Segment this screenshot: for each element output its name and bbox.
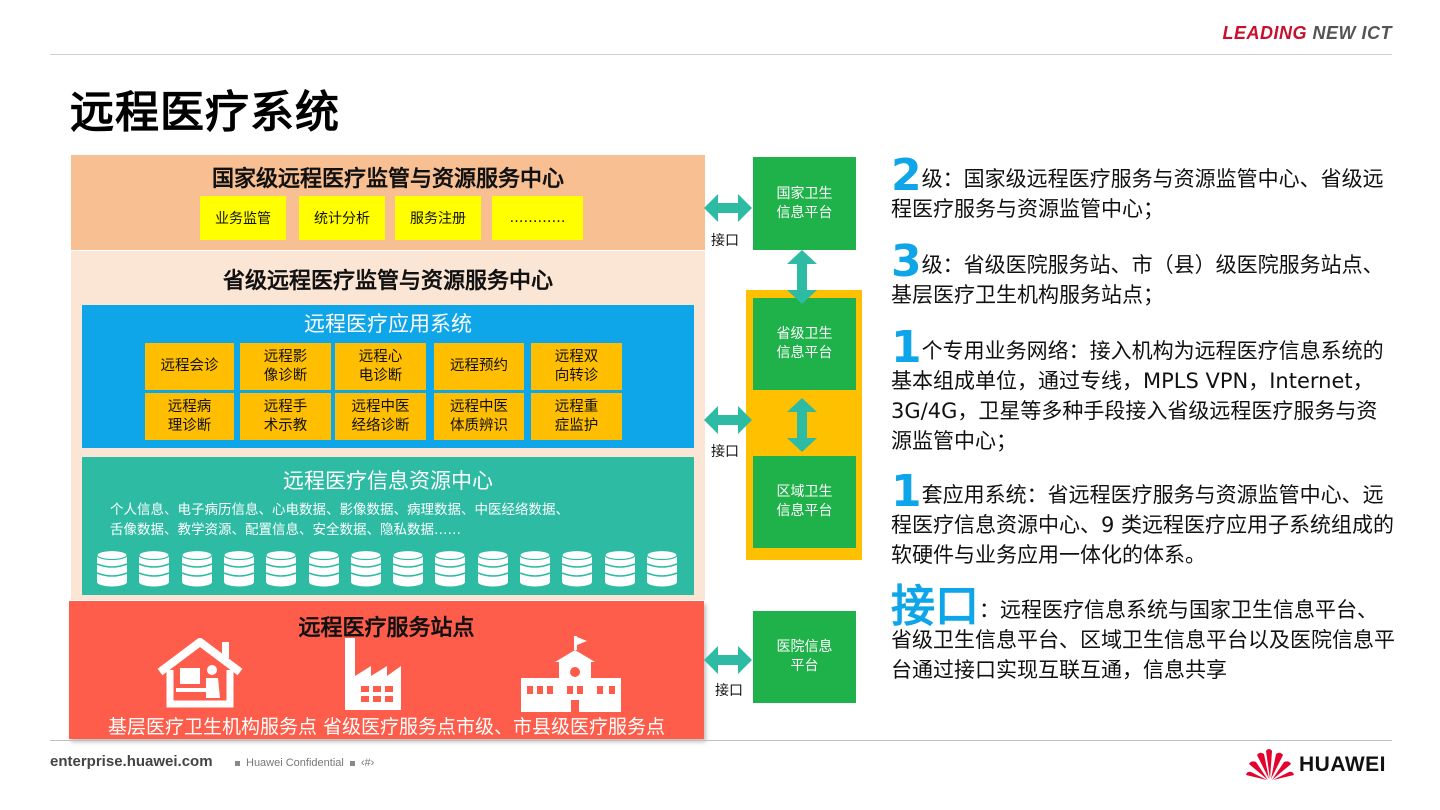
page-number: ‹#› [360, 757, 375, 769]
hospital-platform-label: 医院信息 平台 [776, 639, 833, 674]
app-item-label: 远程手 术示教 [263, 398, 308, 434]
desc-text: ：远程医疗信息系统与国家卫生信息平台、省级卫生信息平台、区域卫生信息平台以及医院… [891, 598, 1395, 682]
database-icon [138, 550, 170, 587]
service-station-block: 远程医疗服务站点 基层医疗卫生机 [69, 601, 704, 739]
vertical-double-arrow-icon [787, 250, 817, 304]
resource-center-block: 远程医疗信息资源中心 个人信息、电子病历信息、心电数据、影像数据、病理数据、中医… [82, 457, 694, 595]
brand-tagline: LEADING NEW ICT [1222, 23, 1392, 44]
resource-desc-line: 个人信息、电子病历信息、心电数据、影像数据、病理数据、中医经络数据、 [110, 502, 569, 518]
database-icon [392, 550, 424, 587]
resource-desc-line: 舌像数据、教学资源、配置信息、安全数据、隐私数据…… [110, 522, 461, 538]
horizontal-double-arrow-icon [704, 646, 752, 674]
app-item: 远程重 症监护 [531, 393, 622, 440]
app-item: 远程预约 [434, 343, 524, 390]
app-item: 远程影 像诊断 [240, 343, 331, 390]
app-item-label: 远程中医 经络诊断 [351, 398, 410, 434]
desc-text: 级：省级医院服务站、市（县）级医院服务站点、基层医疗卫生机构服务站点； [891, 253, 1384, 307]
app-item-label: 远程病 理诊断 [167, 398, 212, 434]
desc-text: 套应用系统：省远程医疗服务与资源监管中心、远程医疗信息资源中心、9 类远程医疗应… [891, 483, 1395, 567]
national-center-title: 国家级远程医疗监管与资源服务中心 [211, 167, 564, 192]
desc-two-levels: 2级：国家级远程医疗服务与资源监管中心、省级远程医疗服务与资源监管中心； [891, 154, 1396, 224]
huawei-logo-text: HUAWEI [1299, 753, 1386, 776]
brand-tag-grey: NEW ICT [1312, 23, 1392, 43]
interface-label: 接口 [715, 683, 743, 699]
application-system-title: 远程医疗应用系统 [304, 312, 472, 336]
desc-big-number: 2 [891, 150, 922, 201]
bottom-divider [50, 740, 1392, 741]
brand-tag-red: LEADING [1222, 23, 1307, 43]
desc-one-network: 1个专用业务网络：接入机构为远程医疗信息系统的基本组成单位，通过专线，MPLS … [891, 326, 1396, 456]
database-icon [223, 550, 255, 587]
national-item: ………… [492, 196, 583, 240]
database-icon [646, 550, 678, 587]
app-item: 远程中医 体质辨识 [434, 393, 524, 440]
bullet-square-icon [349, 760, 355, 766]
national-item: 统计分析 [299, 196, 385, 240]
app-item: 远程会诊 [145, 343, 234, 390]
desc-interface: 接口：远程医疗信息系统与国家卫生信息平台、省级卫生信息平台、区域卫生信息平台以及… [891, 585, 1396, 685]
app-item: 远程心 电诊断 [335, 343, 426, 390]
vertical-double-arrow-icon [787, 398, 817, 452]
national-item: 服务注册 [395, 196, 481, 240]
horizontal-double-arrow-icon [704, 406, 752, 434]
regional-health-platform: 区域卫生 信息平台 [753, 456, 856, 548]
national-health-platform: 国家卫生 信息平台 [753, 157, 856, 250]
footer-domain: enterprise.huawei.com [50, 753, 213, 770]
bullet-square-icon [235, 760, 240, 766]
app-item-label: 远程中医 体质辨识 [450, 398, 508, 434]
app-item-label: 远程重 症监护 [554, 398, 599, 434]
resource-center-title: 远程医疗信息资源中心 [283, 469, 493, 493]
service-station-title: 远程医疗服务站点 [298, 616, 475, 641]
database-icon [603, 550, 636, 587]
desc-big-number: 接口 [891, 581, 979, 632]
house-computer-icon [157, 638, 243, 708]
database-icon [307, 550, 340, 587]
footer-confidential: Huawei Confidential ‹#› [229, 757, 374, 769]
app-item-label: 远程双 向转诊 [554, 348, 599, 384]
interface-label: 接口 [711, 444, 739, 460]
database-icon [434, 550, 466, 587]
app-item-label: 远程会诊 [160, 358, 219, 374]
desc-big-number: 1 [891, 322, 922, 373]
resource-center-description: 个人信息、电子病历信息、心电数据、影像数据、病理数据、中医经络数据、 舌像数据、… [110, 500, 680, 540]
desc-text: 级：国家级远程医疗服务与资源监管中心、省级远程医疗服务与资源监管中心； [891, 167, 1384, 221]
desc-big-number: 3 [891, 236, 922, 287]
provincial-platform-label: 省级卫生 信息平台 [776, 326, 833, 361]
desc-one-application: 1套应用系统：省远程医疗服务与资源监管中心、远程医疗信息资源中心、9 类远程医疗… [891, 470, 1396, 570]
app-item: 远程手 术示教 [240, 393, 331, 440]
database-icon [265, 550, 297, 587]
database-icon [350, 550, 382, 587]
app-item-label: 远程预约 [450, 358, 508, 374]
service-station-labels: 基层医疗卫生机构服务点 省级医疗服务点市级、市县级医疗服务点 [107, 716, 666, 738]
database-icon [180, 550, 213, 587]
factory-icon [345, 638, 401, 710]
interface-label: 接口 [711, 233, 739, 249]
national-platform-label: 国家卫生 信息平台 [776, 185, 833, 221]
huawei-logo-icon [1246, 749, 1294, 780]
database-icon [477, 550, 509, 587]
confidential-label: Huawei Confidential [246, 757, 344, 769]
desc-text: 个专用业务网络：接入机构为远程医疗信息系统的基本组成单位，通过专线，MPLS V… [891, 339, 1384, 453]
regional-platform-label: 区域卫生 信息平台 [776, 484, 833, 519]
national-center-block: 国家级远程医疗监管与资源服务中心 业务监管 统计分析 服务注册 ………… [71, 155, 705, 250]
desc-three-levels: 3级：省级医院服务站、市（县）级医院服务站点、基层医疗卫生机构服务站点； [891, 240, 1396, 310]
horizontal-double-arrow-icon [704, 194, 752, 222]
database-icon [96, 550, 128, 587]
hospital-info-platform: 医院信息 平台 [753, 611, 856, 703]
national-item: 业务监管 [200, 196, 286, 240]
app-item-label: 远程心 电诊断 [358, 348, 403, 384]
app-item-label: 远程影 像诊断 [263, 348, 308, 384]
provincial-health-platform: 省级卫生 信息平台 [753, 298, 856, 390]
app-item: 远程双 向转诊 [531, 343, 622, 390]
app-item: 远程中医 经络诊断 [335, 393, 426, 440]
provincial-center-title: 省级远程医疗监管与资源服务中心 [222, 269, 553, 294]
top-divider [50, 54, 1392, 55]
database-icon [519, 550, 551, 587]
app-item: 远程病 理诊断 [145, 393, 234, 440]
application-system-block: 远程医疗应用系统 远程会诊 远程影 像诊断 远程心 电诊断 远程预约 远程双 向… [82, 305, 694, 448]
hospital-building-icon [521, 636, 621, 712]
database-icon [561, 550, 593, 587]
desc-big-number: 1 [891, 466, 922, 517]
page-title: 远程医疗系统 [70, 87, 340, 138]
